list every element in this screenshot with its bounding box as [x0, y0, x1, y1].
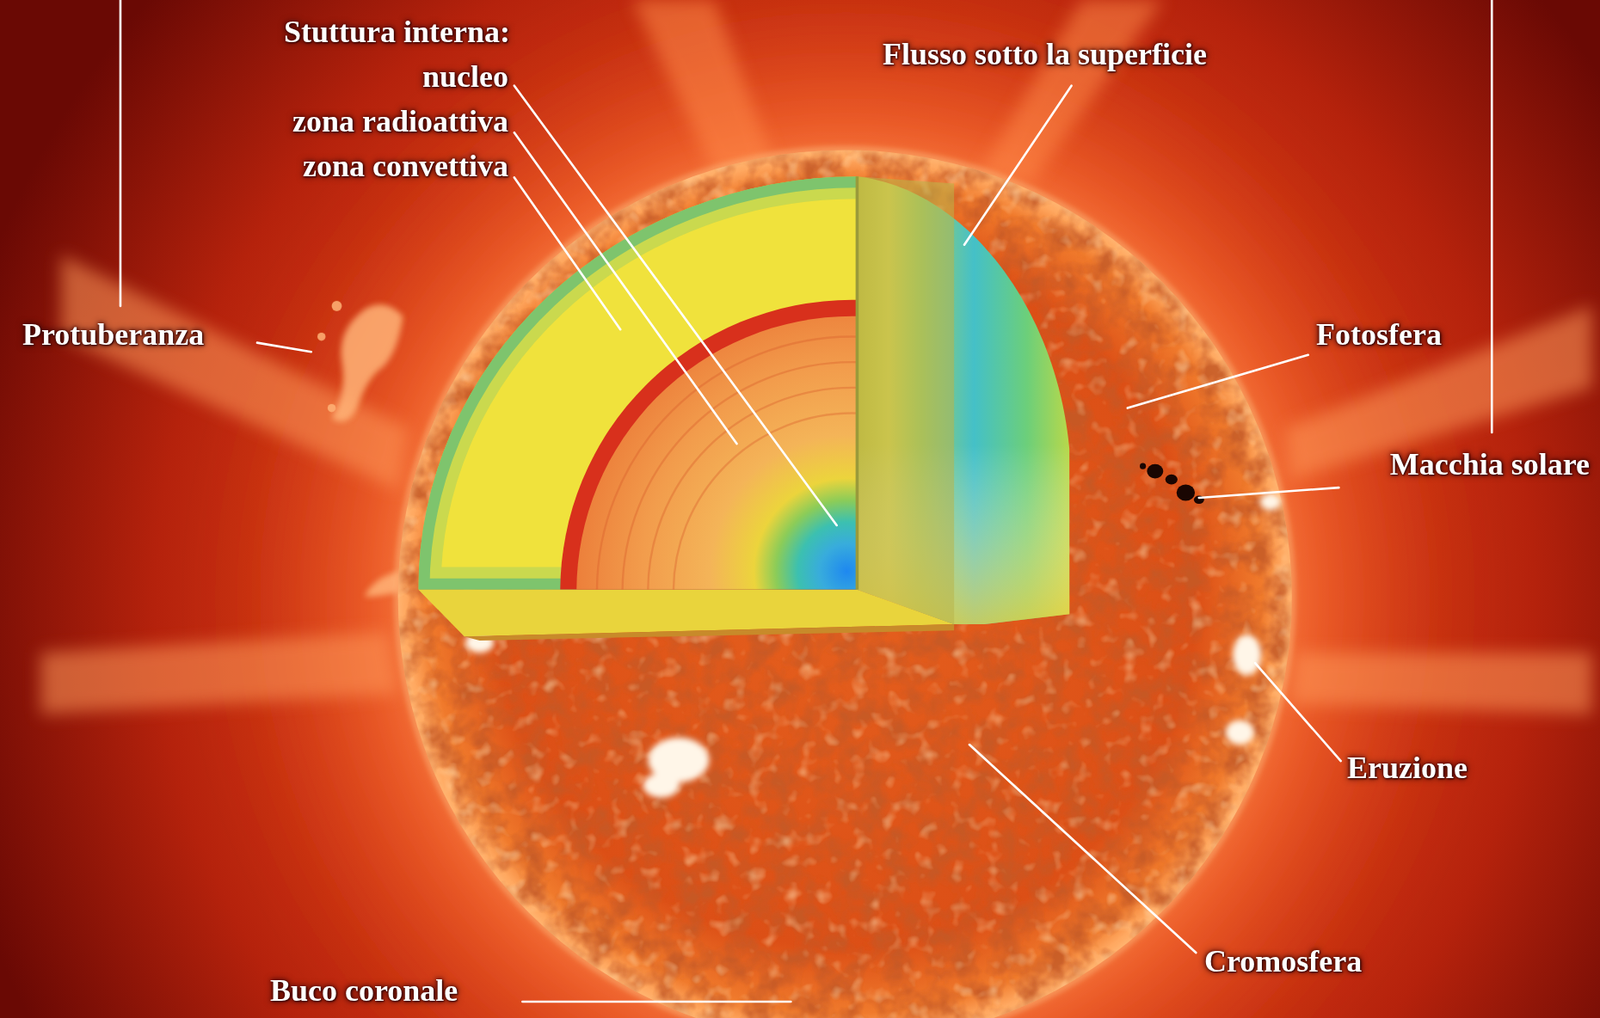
- leader-line: [969, 744, 1196, 954]
- cut-wall-shade: [856, 176, 1070, 625]
- callout-label: Flusso sotto la superficie: [882, 36, 1207, 73]
- callout-label: Buco coronale: [270, 973, 458, 1010]
- granulation-light: [398, 149, 1293, 1018]
- leader-line: [514, 132, 738, 444]
- granulation: [398, 149, 1293, 1018]
- leader-line: [1127, 355, 1309, 409]
- leader-line: [514, 86, 837, 526]
- limb: [398, 149, 1293, 1018]
- structure-label: zona convettiva: [302, 148, 509, 185]
- leader-line: [1255, 663, 1342, 762]
- cut-wall: [856, 176, 1070, 625]
- sun-disk: [398, 149, 1293, 1018]
- leader-line: [522, 1001, 791, 1004]
- callout-label: Cromosfera: [1204, 944, 1362, 980]
- leader-lines: [120, 0, 1492, 1003]
- leader-line: [1199, 487, 1340, 499]
- leader-line: [514, 177, 621, 330]
- cut-wall-inner: [856, 176, 954, 625]
- cutaway: [407, 163, 1144, 885]
- structure-label: Stuttura interna:: [283, 14, 511, 50]
- bracket-line: [119, 0, 123, 307]
- cut-floor-edge: [464, 624, 954, 641]
- structure-label: nucleo: [422, 59, 509, 95]
- sunspot: [1139, 463, 1205, 505]
- callout-label: Protuberanza: [22, 317, 204, 353]
- protuberance: [317, 301, 404, 597]
- leader-line: [257, 343, 312, 353]
- callout-label: Fotosfera: [1316, 317, 1442, 353]
- leader-line: [964, 86, 1072, 246]
- structure-label: zona radioattiva: [292, 104, 509, 140]
- bracket-line: [1490, 0, 1494, 433]
- callout-label: Macchia solare: [1390, 447, 1590, 483]
- corona-glow: [212, 0, 1478, 1018]
- callout-label: Eruzione: [1347, 750, 1468, 787]
